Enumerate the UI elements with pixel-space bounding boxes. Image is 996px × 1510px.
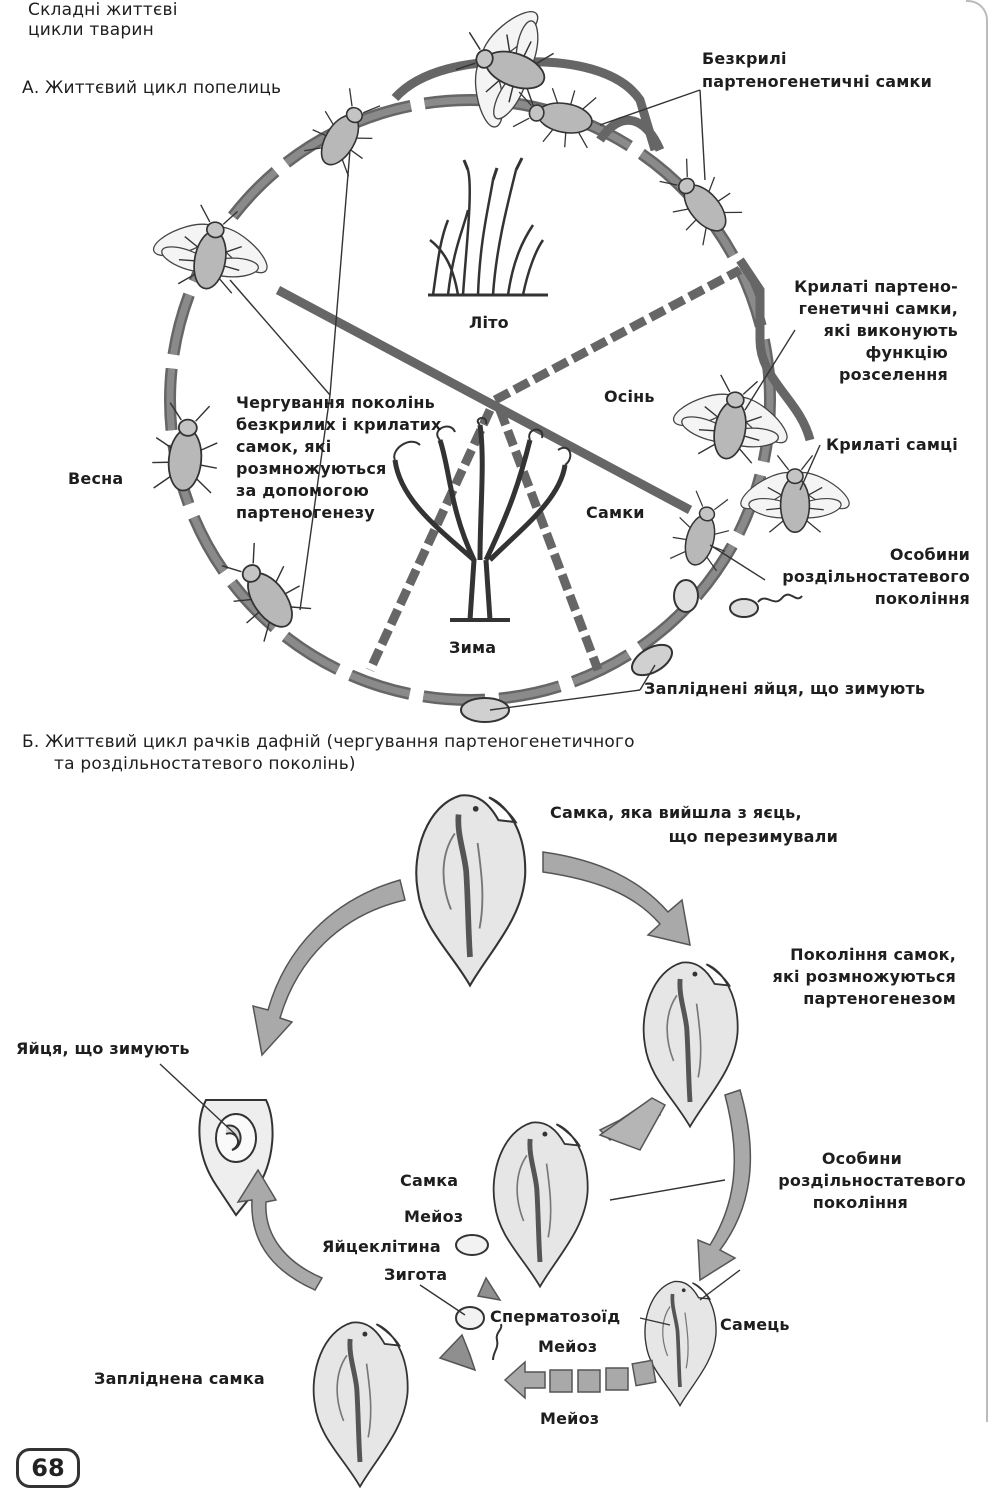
label-wingless-line1: Безкрилі xyxy=(702,49,787,68)
label-spring: Весна xyxy=(68,469,124,488)
section-a-heading: А. Життєвий цикл попелиць xyxy=(22,78,282,98)
label-female-hatched-line1: Самка, яка вийшла з яєць, xyxy=(550,803,802,822)
cycle-arrows xyxy=(236,851,752,1372)
sperm-icon xyxy=(492,1323,503,1361)
label-females: Самки xyxy=(586,503,645,522)
label-generation-line3: партеногенезом xyxy=(803,989,956,1008)
autumn-branch xyxy=(736,257,815,442)
leader-lines-a xyxy=(229,89,821,711)
label-winged-males: Крилаті самці xyxy=(826,435,958,454)
daphnia-icon xyxy=(198,795,737,1486)
label-winged-line1: Крилаті партено- xyxy=(794,277,958,296)
label-a-sexual-line1: Особини xyxy=(889,545,970,564)
label-winged-line4: функцію xyxy=(865,343,948,362)
label-winter-eggs: Яйця, що зимують xyxy=(16,1039,190,1058)
label-alt-line6: партеногенезу xyxy=(236,503,375,522)
label-b-sexual-line3: покоління xyxy=(812,1193,908,1212)
label-autumn: Осінь xyxy=(604,387,655,406)
label-summer: Літо xyxy=(469,313,509,332)
page-border xyxy=(966,0,988,1422)
label-a-sexual-line2: роздільностатевого xyxy=(782,567,970,586)
section-b-heading-line1: Б. Життєвий цикл рачків дафній (чергуван… xyxy=(22,732,635,752)
label-generation-line1: Покоління самок, xyxy=(790,945,956,964)
tree-icon xyxy=(392,417,572,622)
label-wingless-line2: партеногенетичні самки xyxy=(702,72,933,91)
label-meiosis-1: Мейоз xyxy=(404,1207,464,1226)
page-number: 68 xyxy=(16,1448,80,1488)
label-winged-line3: які виконують xyxy=(823,321,958,340)
page-title-line1: Складні життєві xyxy=(28,0,178,20)
grass-icon xyxy=(428,157,548,297)
label-meiosis-2: Мейоз xyxy=(538,1337,598,1356)
section-b-heading-line2: та роздільностатевого поколінь) xyxy=(54,754,356,774)
label-b-sexual-line1: Особини xyxy=(821,1149,902,1168)
label-female: Самка xyxy=(400,1171,459,1190)
season-dividers xyxy=(275,266,743,672)
label-a-sexual-line3: покоління xyxy=(874,589,970,608)
label-egg-cell: Яйцеклітина xyxy=(322,1237,441,1256)
label-meiosis-3: Мейоз xyxy=(540,1409,600,1428)
page-title-line2: цикли тварин xyxy=(28,20,154,40)
meiosis-block-arrows xyxy=(503,1359,657,1400)
label-fertilized-female: Запліднена самка xyxy=(94,1369,265,1388)
label-zygote: Зигота xyxy=(384,1265,448,1284)
label-alt-line1: Чергування поколінь xyxy=(236,393,435,412)
label-winged-line2: генетичні самки, xyxy=(798,299,958,318)
label-alt-line3: самок, які xyxy=(236,437,332,456)
label-male: Самець xyxy=(720,1315,790,1334)
egg-icon xyxy=(460,579,759,723)
label-generation-line2: які розмножуються xyxy=(772,967,956,986)
label-female-hatched-line2: що перезимували xyxy=(668,827,838,846)
label-alt-line2: безкрилих і крилатих xyxy=(236,415,442,434)
label-winter: Зима xyxy=(449,638,497,657)
label-b-sexual-line2: роздільностатевого xyxy=(778,1171,966,1190)
leader-lines-b xyxy=(159,1063,741,1326)
label-alt-line5: за допомогою xyxy=(236,481,370,500)
egg-icon xyxy=(455,1234,489,1330)
label-winged-line5: розселення xyxy=(838,365,948,384)
label-fertilized-eggs: Запліднені яйця, що зимують xyxy=(644,679,926,698)
sperm-icon xyxy=(757,593,803,603)
label-sperm: Сперматозоїд xyxy=(490,1307,621,1326)
label-alt-line4: розмножуються xyxy=(236,459,387,478)
